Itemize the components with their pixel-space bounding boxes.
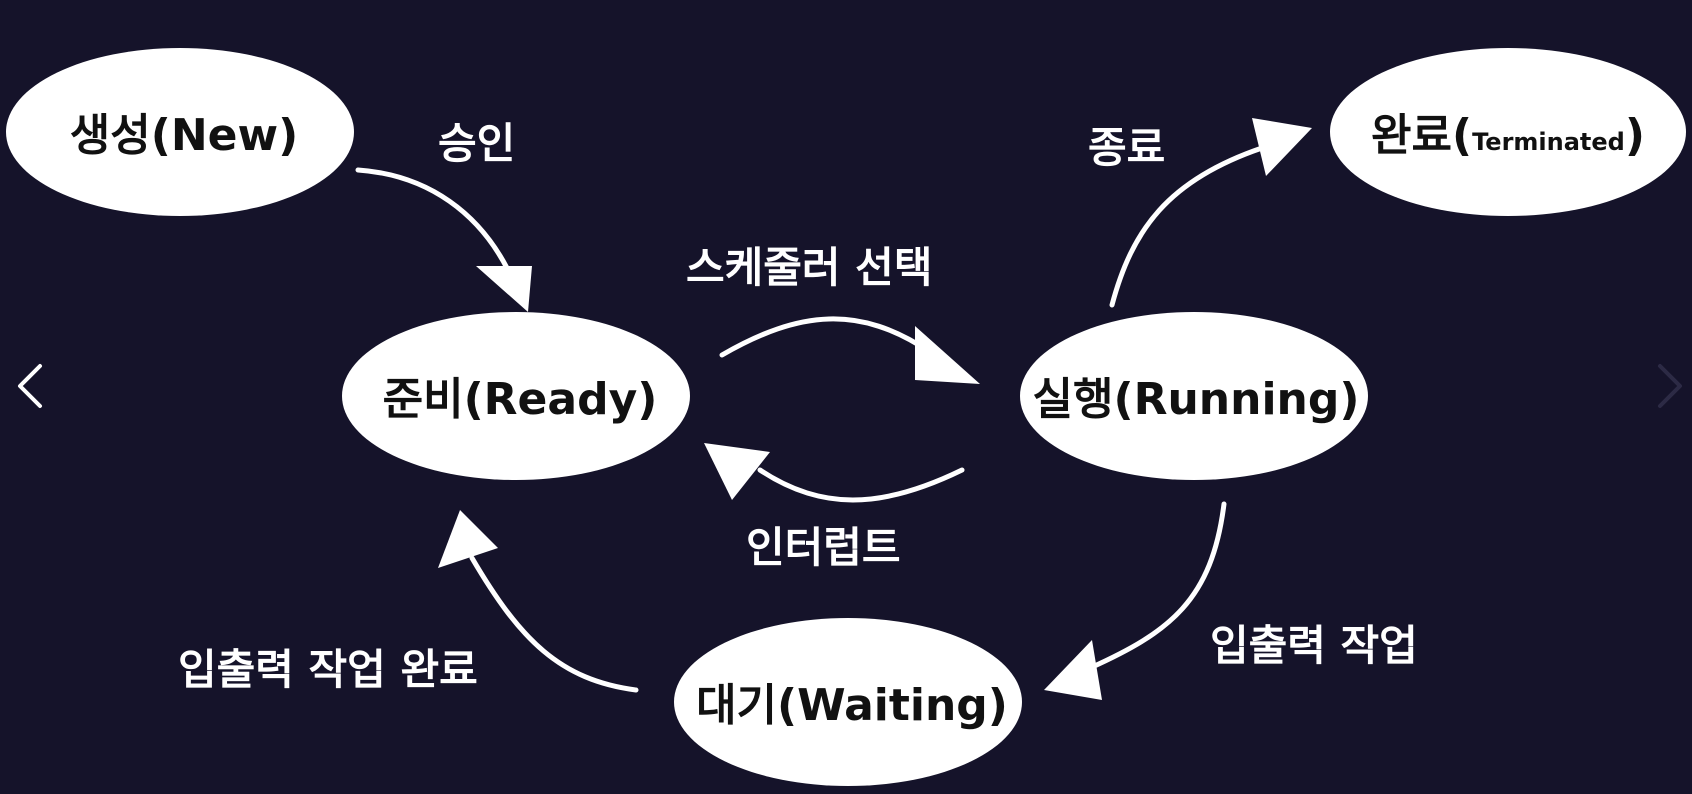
chevron-right-icon [1658, 364, 1682, 408]
edge-admit [355, 167, 532, 312]
edge-dispatch [719, 316, 980, 384]
state-waiting-label: 대기(Waiting) [696, 680, 1008, 731]
edge-label-admit: 승인 [438, 119, 515, 168]
next-slide-button[interactable] [1648, 356, 1692, 416]
state-terminated-ellipse [1330, 48, 1686, 216]
state-ready-label: 준비(Ready) [383, 374, 658, 425]
edge-io-wait-arrowhead [1044, 640, 1102, 700]
state-running-label: 실행(Running) [1033, 374, 1360, 425]
edge-label-interrupt: 인터럽트 [746, 523, 901, 572]
state-new: 생성(New) [6, 48, 354, 216]
state-waiting: 대기(Waiting) [674, 618, 1022, 786]
edge-admit-arrowhead [476, 266, 532, 312]
edge-io-wait [1044, 501, 1227, 700]
state-ready: 준비(Ready) [342, 312, 690, 480]
edge-interrupt-line [757, 467, 965, 503]
edge-io-wait-line [1087, 501, 1227, 671]
edge-exit-line [1109, 145, 1265, 308]
edge-interrupt [704, 443, 965, 503]
state-terminated-label-close: ) [1625, 110, 1645, 161]
edge-admit-line [355, 167, 511, 273]
state-terminated-label: 완료(Terminated) [1371, 110, 1645, 161]
edge-io-complete [438, 510, 639, 693]
edge-interrupt-arrowhead [704, 443, 770, 500]
edge-exit [1109, 118, 1312, 308]
state-new-ellipse [6, 48, 354, 216]
state-running-ellipse [1020, 312, 1368, 480]
state-new-label: 생성(New) [70, 110, 299, 161]
state-ready-ellipse [342, 312, 690, 480]
previous-slide-button[interactable] [8, 356, 52, 416]
state-waiting-ellipse [674, 618, 1022, 786]
state-terminated-label-main: 완료( [1371, 110, 1472, 161]
state-running: 실행(Running) [1020, 312, 1368, 480]
state-terminated-label-small: Terminated [1472, 128, 1625, 156]
chevron-left-icon [18, 364, 42, 408]
state-terminated: 완료(Terminated) [1330, 48, 1686, 216]
edge-io-complete-arrowhead [438, 510, 498, 568]
edge-exit-arrowhead [1252, 118, 1312, 176]
edge-label-dispatch: 스케줄러 선택 [686, 243, 932, 292]
edge-label-io-wait: 입출력 작업 [1210, 621, 1418, 670]
edge-dispatch-line [719, 316, 933, 358]
edge-label-io-complete: 입출력 작업 완료 [178, 645, 478, 694]
edge-label-exit: 종료 [1088, 123, 1165, 172]
edge-dispatch-arrowhead [915, 326, 980, 384]
edge-io-complete-line [469, 555, 639, 693]
